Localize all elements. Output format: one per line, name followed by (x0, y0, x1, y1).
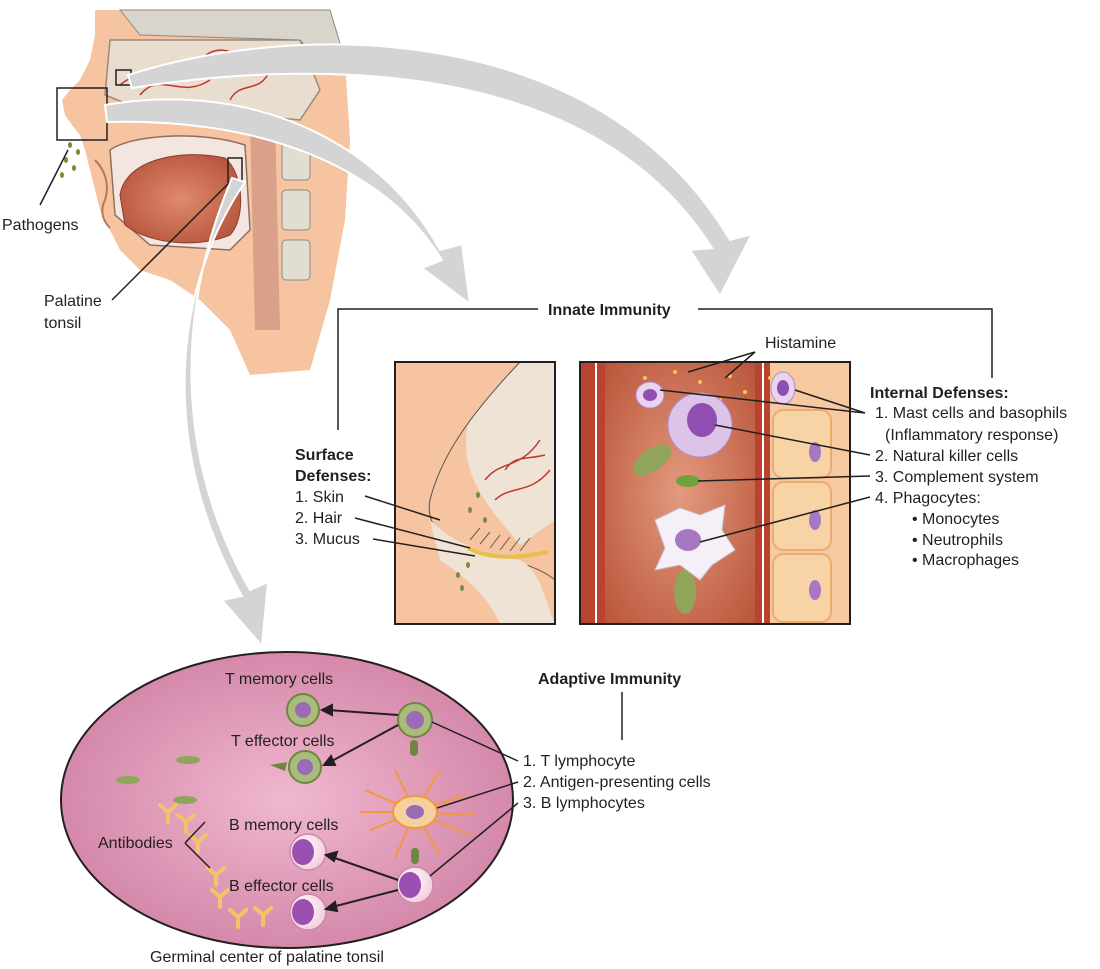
pathogens-label: Pathogens (2, 217, 79, 234)
pharynx (250, 120, 280, 330)
internal-defenses-title: Internal Defenses: (870, 385, 1009, 402)
internal-item-2: 2. Natural killer cells (875, 448, 1018, 465)
b-effector-label: B effector cells (229, 878, 334, 895)
internal-item-macrophages: • Macrophages (912, 552, 1019, 569)
internal-defense-panel (579, 361, 851, 625)
internal-leaders (659, 389, 871, 543)
surface-defense-panel (394, 361, 556, 625)
tongue (119, 154, 242, 244)
germinal-center (60, 651, 514, 949)
mucus-layer (467, 546, 549, 559)
epithelial-cells (772, 409, 832, 623)
palatine-tonsil-label-1: Palatine (44, 293, 102, 310)
palatine-tonsil-label-2: tonsil (44, 315, 81, 332)
adaptive-item-b: 3. B lymphocytes (523, 795, 645, 812)
innate-immunity-title: Innate Immunity (548, 302, 671, 319)
internal-item-neutrophils: • Neutrophils (912, 532, 1003, 549)
skull-bone (118, 9, 346, 76)
arrow-to-germinal (183, 176, 270, 649)
germinal-cells (116, 693, 476, 931)
surface-item-hair: 2. Hair (295, 510, 343, 527)
t-effector-label: T effector cells (231, 733, 334, 750)
complement-protein (676, 475, 700, 487)
vertebrae (281, 139, 311, 281)
b-memory-label: B memory cells (229, 817, 338, 834)
adaptive-item-apc: 2. Antigen-presenting cells (523, 774, 711, 791)
lips (94, 159, 111, 229)
antigen-presenting-cell (360, 769, 476, 859)
surface-item-skin: 1. Skin (295, 489, 344, 506)
surface-pathogen-specks (456, 492, 487, 591)
callout-arrows (103, 43, 754, 649)
internal-item-1: 1. Mast cells and basophils (875, 405, 1067, 422)
antibodies-leaders (184, 821, 211, 869)
surface-leaders (354, 495, 476, 557)
arrow-to-surface (103, 98, 472, 307)
pathogen-specks (60, 142, 80, 178)
t-memory-label: T memory cells (225, 671, 333, 688)
surface-item-mucus: 3. Mucus (295, 531, 360, 548)
adaptive-item-t: 1. T lymphocyte (523, 753, 635, 770)
antibodies (158, 803, 273, 929)
surface-defenses-title-1: Surface (295, 447, 354, 464)
nasal-interior (466, 362, 555, 545)
adaptive-immunity-title: Adaptive Immunity (538, 671, 681, 688)
internal-item-3: 3. Complement system (875, 469, 1039, 486)
adaptive-leaders (429, 721, 519, 877)
panel-vessels (484, 439, 551, 501)
rbc-2 (674, 570, 696, 614)
histamine-label: Histamine (765, 335, 836, 352)
antibodies-label: Antibodies (98, 835, 173, 852)
rbc-1 (632, 444, 672, 476)
internal-item-1b: (Inflammatory response) (885, 427, 1058, 444)
nasal-hairs (469, 527, 531, 552)
internal-item-monocytes: • Monocytes (912, 511, 999, 528)
histamine-leaders (687, 351, 756, 379)
germinal-arrows (319, 703, 399, 913)
innate-bracket (337, 308, 993, 430)
surface-defenses-title-2: Defenses: (295, 468, 371, 485)
arrow-to-internal (126, 43, 754, 298)
germinal-center-caption: Germinal center of palatine tonsil (150, 949, 384, 966)
pathogens-leader (39, 149, 69, 206)
internal-item-4: 4. Phagocytes: (875, 490, 981, 507)
palatine-tonsil-leader (111, 181, 231, 301)
